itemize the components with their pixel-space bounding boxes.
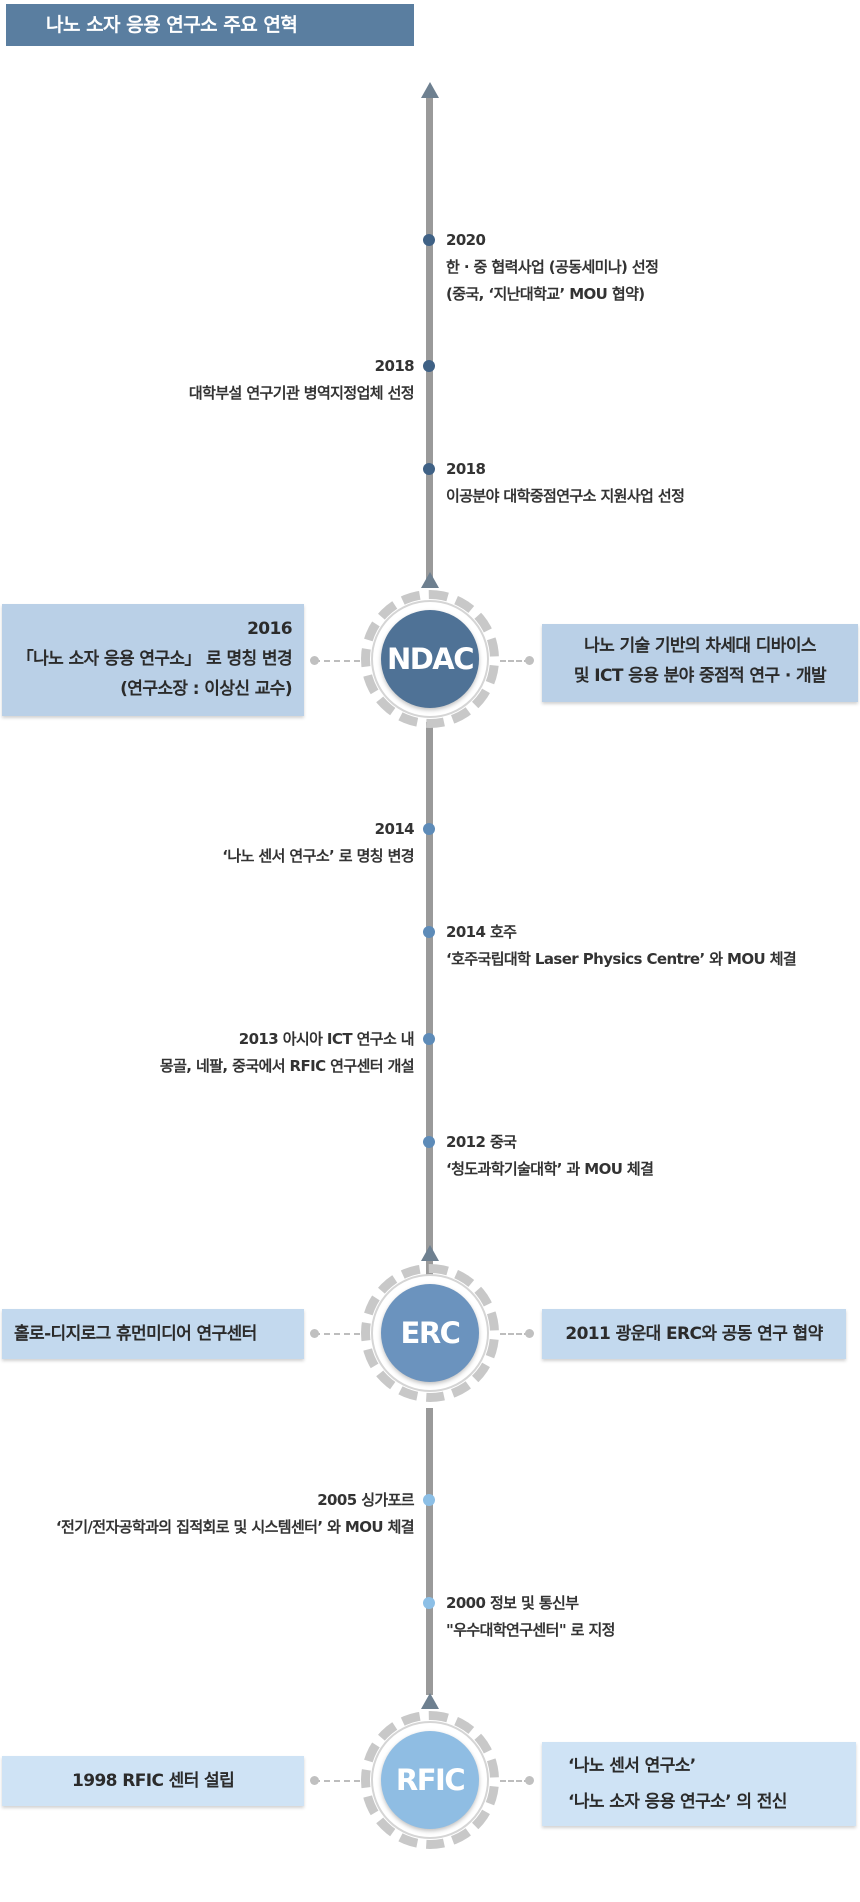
- arrow-up-icon: [421, 82, 439, 98]
- timeline-dot: [423, 926, 435, 938]
- timeline-dot: [423, 823, 435, 835]
- connector-line: [314, 1780, 360, 1782]
- erc-label: ERC: [381, 1284, 479, 1382]
- ndac-left-box: 2016「나노 소자 응용 연구소」 로 명칭 변경(연구소장 : 이상신 교수…: [2, 604, 304, 716]
- connector-dot: [310, 656, 319, 665]
- timeline-dot: [423, 1597, 435, 1609]
- erc-hub: ERC: [361, 1264, 499, 1402]
- connector-line: [500, 660, 530, 662]
- timeline-dot: [423, 1136, 435, 1148]
- connector-dot: [310, 1329, 319, 1338]
- connector-dot: [525, 1329, 534, 1338]
- connector-dot: [310, 1776, 319, 1785]
- ndac-label: NDAC: [381, 610, 479, 708]
- rfic-hub: RFIC: [361, 1711, 499, 1849]
- erc-right-box: 2011 광운대 ERC와 공동 연구 협약: [542, 1309, 846, 1359]
- timeline-dot: [423, 1494, 435, 1506]
- connector-line: [500, 1333, 530, 1335]
- arrow-up-icon: [421, 572, 439, 588]
- connector-dot: [525, 656, 534, 665]
- rfic-right-box: ‘나노 센서 연구소’‘나노 소자 응용 연구소’ 의 전신: [542, 1742, 856, 1826]
- connector-dot: [525, 1776, 534, 1785]
- timeline-line: [426, 722, 433, 1275]
- page-title: 나노 소자 응용 연구소 주요 연혁: [6, 4, 414, 46]
- timeline-dot: [423, 463, 435, 475]
- timeline-line: [426, 1408, 433, 1695]
- arrow-up-icon: [421, 1245, 439, 1261]
- connector-line: [500, 1780, 530, 1782]
- timeline-event: 2012 중국‘청도과학기술대학’ 과 MOU 체결: [446, 1133, 654, 1178]
- timeline-event: 2000 정보 및 통신부"우수대학연구센터" 로 지정: [446, 1594, 615, 1639]
- timeline-event: 2014 호주‘호주국립대학 Laser Physics Centre’ 와 M…: [446, 923, 797, 968]
- timeline-event: 2014‘나노 센서 연구소’ 로 명칭 변경: [222, 820, 414, 865]
- ndac-hub: NDAC: [361, 590, 499, 728]
- connector-line: [314, 660, 360, 662]
- erc-left-box: 홀로-디지로그 휴먼미디어 연구센터: [2, 1309, 304, 1359]
- rfic-label: RFIC: [381, 1731, 479, 1829]
- timeline-event: 2005 싱가포르‘전기/전자공학과의 집적회로 및 시스템센터’ 와 MOU …: [55, 1491, 415, 1536]
- timeline-line: [426, 96, 433, 586]
- timeline-dot: [423, 360, 435, 372]
- rfic-left-box: 1998 RFIC 센터 설립: [2, 1756, 304, 1806]
- timeline-dot: [423, 234, 435, 246]
- arrow-up-icon: [421, 1693, 439, 1709]
- timeline-dot: [423, 1033, 435, 1045]
- connector-line: [314, 1333, 360, 1335]
